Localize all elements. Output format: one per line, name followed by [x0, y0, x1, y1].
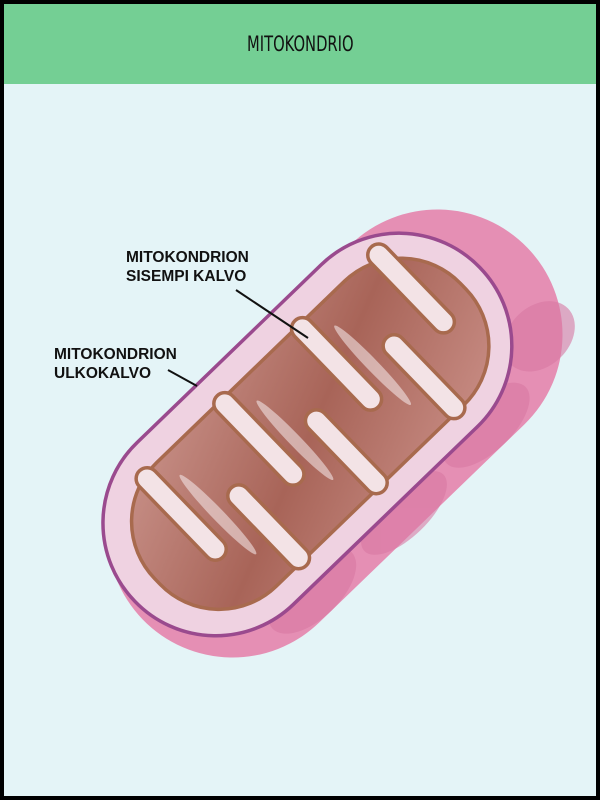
label-line: SISEMPI KALVO — [126, 268, 247, 285]
inner-membrane-pointer — [235, 289, 309, 339]
label-line: MITOKONDRION — [126, 249, 249, 266]
inner-membrane-label: MITOKONDRION SISEMPI KALVO — [126, 248, 249, 286]
header-bar: MITOKONDRIO — [4, 4, 596, 84]
label-line: MITOKONDRION — [54, 346, 177, 363]
diagram-frame: MITOKONDRIO — [4, 4, 596, 796]
cristae — [134, 242, 467, 571]
outer-membrane-pointer — [167, 369, 198, 387]
mitochondrion-illustration — [101, 209, 575, 658]
page-title: MITOKONDRIO — [246, 32, 354, 56]
outer-membrane-label: MITOKONDRION ULKOKALVO — [54, 345, 177, 383]
label-line: ULKOKALVO — [54, 365, 152, 382]
